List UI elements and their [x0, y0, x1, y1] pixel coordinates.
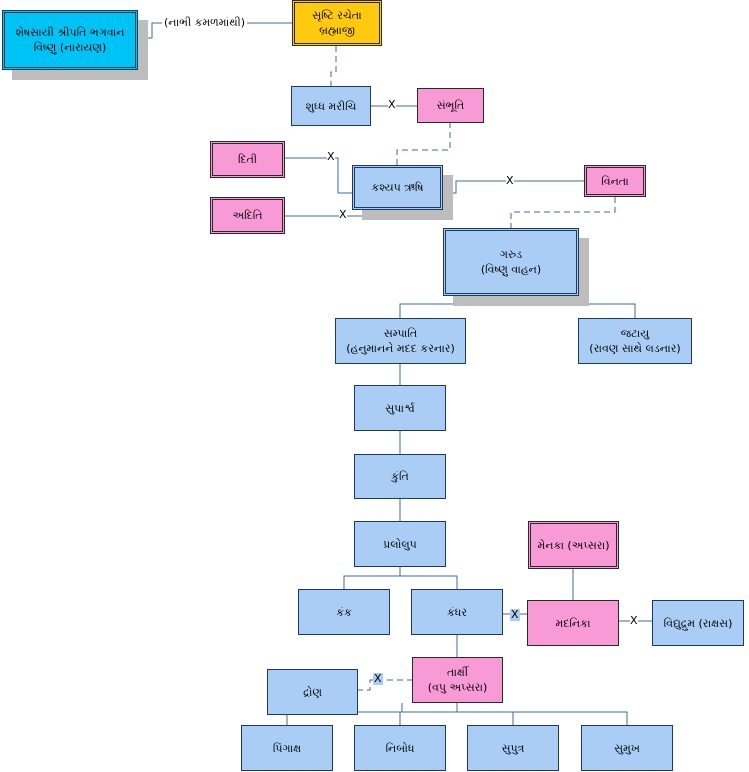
node-suparshva: સુપાર્શ્વ	[354, 385, 446, 431]
node-pralolup-line1: પ્રલોલુપ	[383, 537, 417, 551]
node-kashyap-line1: કશ્યપ ઋષિ	[371, 181, 424, 194]
node-suparshva-line1: સુપાર્શ્વ	[385, 401, 415, 415]
node-brahma: સૃષ્ટિ રચેતા બ્રહ્માજી	[292, 0, 382, 46]
node-diti-line1: દિતી	[237, 153, 258, 166]
node-nibodh: નિબોધ	[354, 725, 446, 771]
node-sampati-line2: (હનુમાનને મદદ કરનાર)	[346, 342, 455, 355]
node-marichi: શુધ્ધ મરીચિ	[291, 86, 371, 126]
node-menaka: મેનકા (અપ્સરા)	[528, 521, 619, 569]
marriage-mark-aditi-kashyap: X	[339, 208, 347, 221]
node-garud-line2: (વિષ્ણુ વાહન)	[480, 263, 542, 276]
edge-pralolup-children	[343, 567, 401, 589]
node-marichi-line1: શુધ્ધ મરીચિ	[305, 99, 357, 113]
node-sampati-line1: સમ્પાતિ	[383, 327, 418, 340]
node-vidyudrum-line1: વિદ્યુદ્રુમ (રાક્ષસ)	[663, 616, 733, 630]
node-jatayu-line1: જટાયુ	[620, 327, 650, 340]
node-vinata-line1: વિનતા	[601, 174, 629, 188]
node-sambhuti: સંભૂતિ	[417, 88, 484, 123]
node-sumukh-line1: સુમુખ	[614, 741, 640, 755]
node-madanika-line1: મદનિકા	[555, 616, 591, 630]
node-kunti-line1: કુંતિ	[391, 470, 409, 483]
marriage-mark-madanika-vidyudrum: X	[630, 614, 638, 627]
node-kunti: કુંતિ	[354, 454, 446, 499]
node-pralolup: પ્રલોલુપ	[354, 521, 446, 567]
node-pingaksh: પિંગાક્ષ	[241, 725, 333, 771]
node-pingaksh-line1: પિંગાક્ષ	[272, 741, 302, 755]
node-nibodh-line1: નિબોધ	[385, 741, 415, 755]
marriage-mark-kashyap-vinata: X	[506, 174, 514, 187]
node-suputra-line1: સુપુત્ર	[501, 741, 525, 755]
marriage-mark-kandhar-madanika: X	[510, 608, 520, 621]
node-garud: ગરુડ (વિષ્ણુ વાહન)	[443, 228, 579, 296]
edge-diti-kashyap	[284, 157, 352, 194]
node-jatayu-line2: (રાવણ સાથે લડનાર)	[589, 342, 681, 355]
node-suputra: સુપુત્ર	[467, 725, 559, 771]
marriage-mark-marichi-sambhuti: X	[388, 98, 396, 111]
marriage-mark-diti-kashyap: X	[327, 150, 335, 163]
node-madanika: મદનિકા	[527, 600, 619, 646]
node-tarkshi: તાર્ક્ષી (વપુ અપ્સરા)	[412, 657, 503, 703]
node-garud-line1: ગરુડ	[499, 248, 523, 261]
node-kandhar: કંધર	[411, 589, 503, 635]
edge-aditi-kashyap	[284, 208, 411, 217]
node-kashyap: કશ્યપ ઋષિ	[352, 165, 443, 210]
node-vishnu: શેષસાયી શ્રીપતિ ભગવાન વિષ્ણુ (નારાયણ)	[2, 10, 138, 70]
node-sambhuti-line1: સંભૂતિ	[436, 99, 465, 112]
node-kank-line1: કંક	[336, 605, 352, 619]
node-kank: કંક	[298, 589, 390, 635]
edge-brahma-marichi	[330, 46, 337, 86]
node-tarkshi-line1: તાર્ક્ષી	[446, 666, 469, 679]
node-kandhar-line1: કંધર	[446, 605, 468, 619]
edge-garud-children	[399, 296, 512, 318]
node-menaka-line1: મેનકા (અપ્સરા)	[537, 538, 610, 552]
node-jatayu: જટાયુ (રાવણ સાથે લડનાર)	[578, 318, 692, 364]
node-vishnu-line1: શેષસાયી શ્રીપતિ ભગવાન	[15, 26, 125, 39]
node-sumukh: સુમુખ	[581, 725, 673, 771]
edge-label-nabhi: (નાભી કમળમાંથી)	[162, 16, 248, 29]
marriage-mark-drona-tarkshi: X	[373, 672, 383, 685]
node-sampati: સમ્પાતિ (હનુમાનને મદદ કરનાર)	[335, 318, 466, 364]
node-aditi: અદિતિ	[210, 197, 285, 234]
node-vinata: વિનતા	[584, 165, 646, 197]
edge-kashyap-vinata	[442, 180, 585, 194]
node-vidyudrum: વિદ્યુદ્રુમ (રાક્ષસ)	[652, 600, 744, 646]
node-drona-line1: દ્રોણ	[303, 685, 322, 699]
node-aditi-line1: અદિતિ	[232, 209, 263, 222]
node-tarkshi-line2: (વપુ અપ્સરા)	[427, 681, 488, 694]
edge-sambhuti-kashyap	[396, 122, 451, 165]
node-drona: દ્રોણ	[267, 669, 358, 715]
node-vishnu-line2: વિષ્ણુ (નારાયણ)	[33, 41, 107, 54]
node-brahma-line1: સૃષ્ટિ રચેતા બ્રહ્માજી	[312, 9, 362, 37]
edge-drona-tarkshi	[357, 679, 412, 691]
node-diti: દિતી	[210, 141, 285, 178]
edge-vinata-garud	[510, 197, 616, 229]
